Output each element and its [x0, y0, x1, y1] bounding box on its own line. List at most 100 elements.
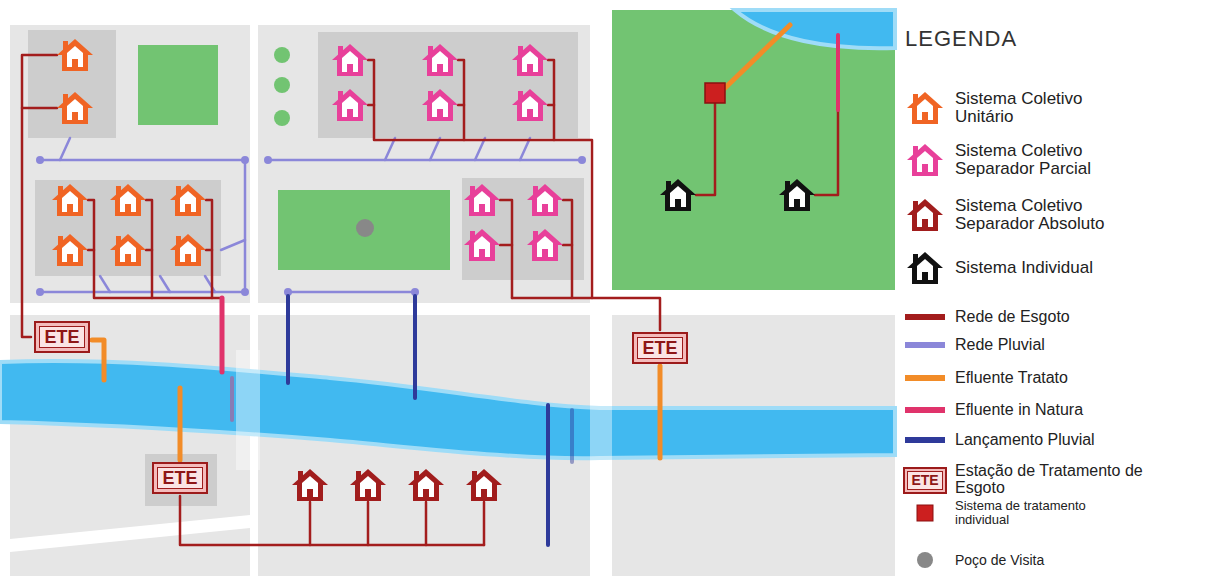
legend-house-icon: [907, 92, 943, 124]
sewer-pipe: [22, 107, 57, 110]
street: [0, 515, 250, 553]
storm-node: [36, 288, 44, 296]
house-icon: [57, 92, 93, 124]
legend-text: Sistema Coletivo Separador Absoluto: [955, 197, 1125, 233]
legend-house-icon: [907, 252, 943, 284]
storm-drain-pipe: [288, 291, 415, 294]
storm-drain-pipe: [385, 138, 395, 160]
sewer-pipe: [367, 502, 370, 545]
river: [0, 361, 895, 458]
sewer-pipe: [368, 60, 592, 298]
legend-line-sample: [905, 314, 945, 320]
legend-line-sample: [905, 375, 945, 381]
house-icon: [422, 44, 458, 76]
lot: [35, 180, 221, 276]
city-block: [258, 25, 590, 303]
treated-effluent: [725, 25, 790, 88]
sewer-pipe: [500, 244, 512, 247]
sewer-pipe: [180, 496, 484, 545]
legend-text: Sistema de tratamento individual: [955, 499, 1125, 526]
treatment-plant-box: ETE: [632, 332, 688, 364]
tree: [274, 110, 290, 126]
legend-text: Lançamento Pluvial: [955, 432, 1185, 449]
sewer-pipe: [512, 298, 660, 330]
storm-drain-pipe: [160, 276, 170, 292]
house-icon: [332, 44, 368, 76]
sewer-pipe: [458, 104, 464, 107]
lot: [462, 178, 584, 280]
legend-text: Efluente Tratato: [955, 370, 1185, 387]
storm-drain-pipe: [475, 138, 485, 160]
storm-drain-pipe: [100, 276, 110, 292]
sewer-pipe: [483, 502, 486, 545]
house-icon: [527, 229, 563, 261]
storm-drain-pipe: [60, 138, 70, 160]
raw-outfall: [230, 378, 234, 420]
storm-node: [241, 288, 249, 296]
house-icon: [527, 184, 563, 216]
legend-house-icon: [907, 199, 943, 231]
storm-node: [36, 156, 44, 164]
sewer-pipe: [88, 249, 94, 252]
house-icon: [779, 179, 815, 211]
sewer-pipe: [563, 244, 572, 247]
sewer-pipe: [206, 200, 212, 298]
storm-drain-pipe: [221, 240, 245, 250]
plant-label: ETE: [637, 337, 683, 359]
lot: [28, 30, 116, 138]
house-icon: [52, 234, 88, 266]
sewer-pipe: [563, 200, 572, 298]
legend-plant-text: ETE: [907, 471, 942, 490]
sewer-pipe: [548, 104, 554, 107]
legend-text: Rede de Esgoto: [955, 309, 1185, 326]
legend-house-icon: [907, 144, 943, 176]
house-icon: [110, 184, 146, 216]
storm-drain-pipe: [205, 276, 215, 292]
house-icon: [464, 184, 500, 216]
lot: [318, 32, 578, 138]
house-icon: [422, 89, 458, 121]
legend-plant-sample: ETE: [903, 467, 946, 494]
storm-outfall: [546, 405, 550, 545]
house-icon: [110, 234, 146, 266]
house-icon: [57, 39, 93, 71]
plant-label: ETE: [39, 326, 85, 348]
sewer-pipe: [88, 200, 222, 298]
sewer-pipe: [500, 200, 512, 298]
house-icon: [660, 179, 696, 211]
house-icon: [512, 89, 548, 121]
plant-label: ETE: [157, 467, 203, 489]
legend-swatch: [917, 505, 933, 521]
green-square: [138, 45, 218, 125]
legend-manhole-sample: [917, 552, 933, 568]
sewer-pipe: [548, 60, 554, 140]
sewer-pipe: [368, 104, 374, 107]
tree: [274, 77, 290, 93]
sewer-pipe: [309, 502, 312, 545]
storm-drain-pipe: [430, 138, 440, 160]
treated-effluent: [658, 366, 663, 458]
legend-title: LEGENDA: [905, 26, 1017, 52]
legend-line-sample: [905, 342, 945, 348]
treated-effluent: [92, 340, 104, 380]
manhole: [356, 219, 374, 237]
sewer-pipe: [206, 249, 212, 252]
house-icon: [170, 234, 206, 266]
legend-text: Poço de Visita: [955, 553, 1155, 568]
river-bend: [735, 10, 895, 48]
storm-drain-pipe: [40, 159, 245, 162]
house-icon: [52, 184, 88, 216]
house-icon: [512, 44, 548, 76]
house-icon: [292, 469, 328, 501]
park: [612, 10, 895, 290]
storm-drain-pipe: [520, 138, 530, 160]
raw-effluent: [220, 298, 225, 372]
treatment-plant-box: ETE: [34, 321, 90, 353]
storm-node: [578, 156, 586, 164]
sewer-pipe: [696, 103, 715, 195]
sewer-pipe: [425, 502, 428, 545]
sewer-pipe: [22, 55, 57, 337]
storm-drain-pipe: [268, 159, 582, 162]
tree: [274, 47, 290, 63]
legend-text: Efluente in Natura: [955, 402, 1185, 419]
